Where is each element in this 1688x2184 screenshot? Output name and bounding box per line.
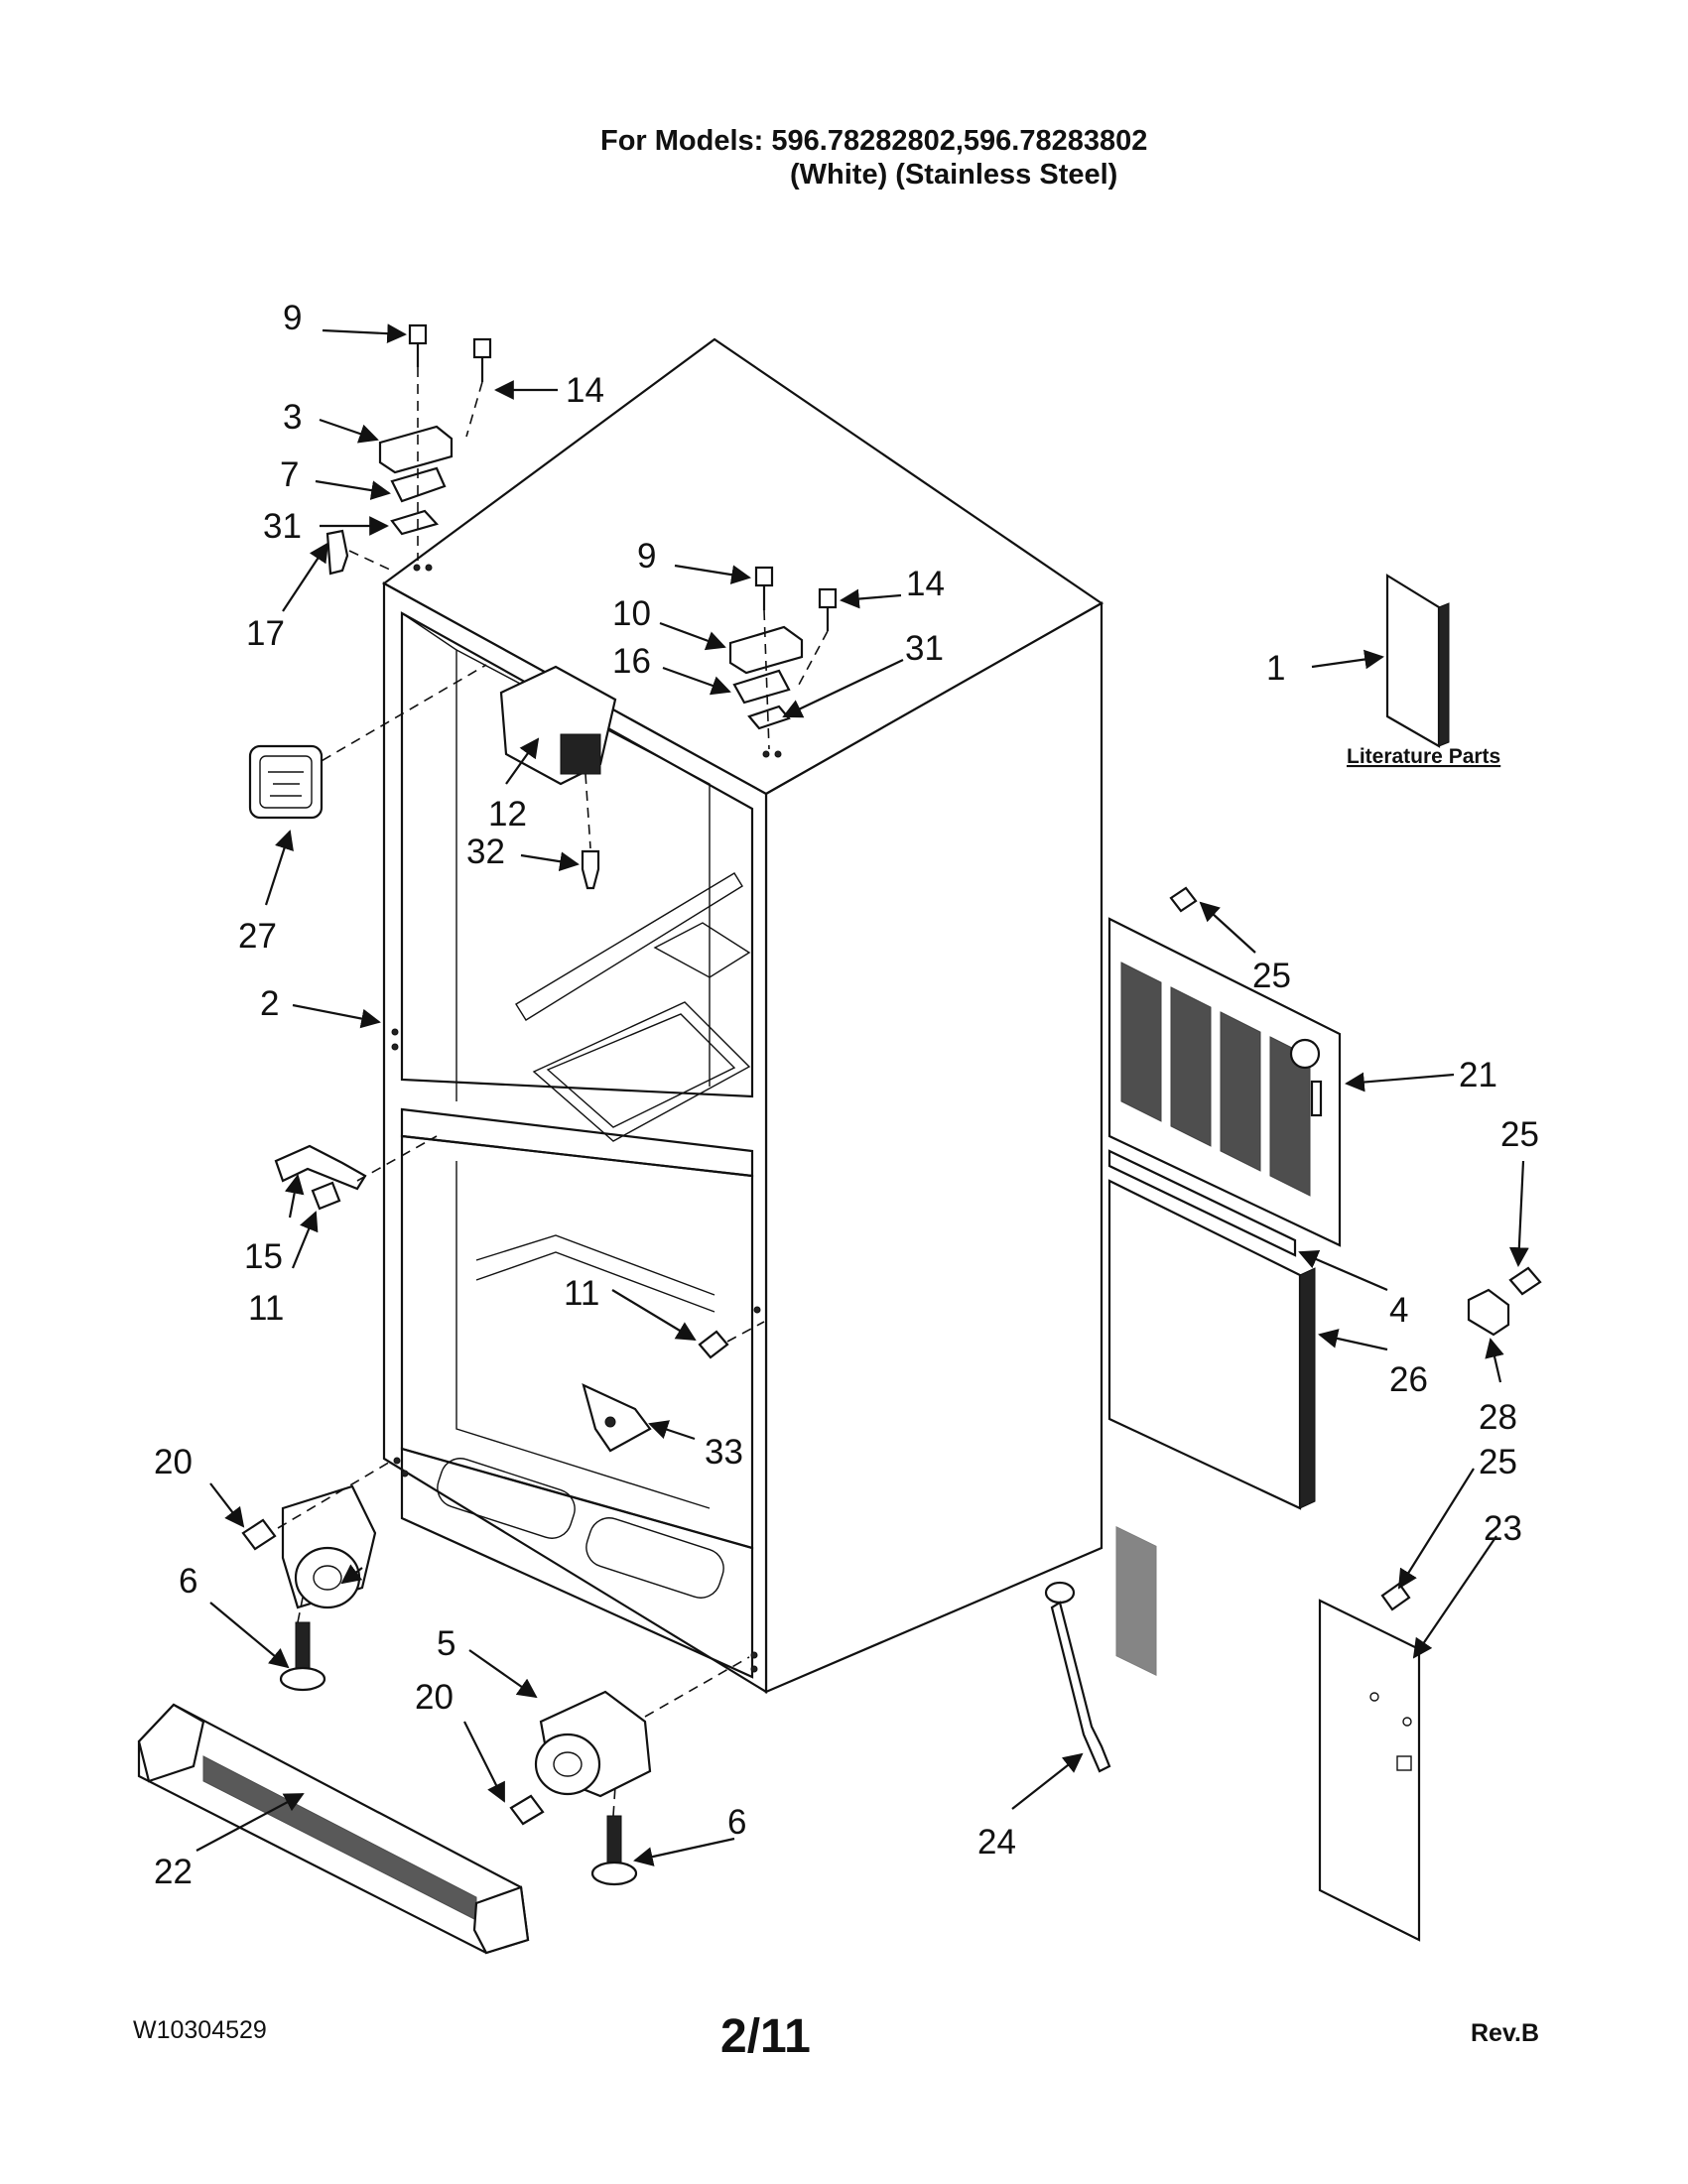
callout-15: 15 [244, 1237, 283, 1276]
roller-wheel-icon [534, 1733, 601, 1796]
leveling-foot-icon [279, 1666, 326, 1692]
middle-hinge-assembly [274, 1135, 765, 1359]
callout-9: 9 [283, 299, 302, 337]
screw-icon [472, 337, 492, 359]
upper-left-hinge-assembly [325, 323, 492, 576]
callout-9: 9 [637, 537, 656, 576]
callout-25: 25 [1479, 1443, 1517, 1481]
callout-31: 31 [905, 629, 944, 668]
document-number: W10304529 [133, 2016, 267, 2044]
right-roller-assembly [509, 1656, 750, 1886]
callout-33: 33 [705, 1433, 743, 1472]
callout-20: 20 [154, 1443, 193, 1481]
hinge-cover-icon [325, 529, 349, 576]
lower-hinge-assembly [582, 1383, 652, 1453]
hinge-screw-icon [408, 323, 428, 345]
callout-25: 25 [1252, 957, 1291, 995]
callout-16: 16 [612, 642, 651, 681]
callout-11: 11 [564, 1274, 599, 1313]
callout-27: 27 [238, 917, 277, 956]
clamp-icon [1467, 1288, 1510, 1337]
callout-24: 24 [977, 1823, 1016, 1862]
drain-tube-icon [1044, 1581, 1076, 1605]
toe-grille-assembly [137, 1703, 530, 1955]
literature-parts-assembly: Literature Parts [1347, 574, 1500, 768]
callout-7: 7 [280, 455, 299, 494]
callout-14: 14 [906, 565, 945, 603]
callout-23: 23 [1484, 1509, 1522, 1548]
center-hinge-icon [274, 1144, 367, 1191]
callout-21: 21 [1459, 1056, 1497, 1094]
callout-28: 28 [1479, 1398, 1517, 1437]
callout-6: 6 [179, 1562, 197, 1601]
callout-1: 1 [1266, 649, 1285, 688]
page-number: 2/11 [720, 2010, 811, 2063]
callout-20: 20 [415, 1678, 454, 1717]
callout-4: 4 [1389, 1291, 1408, 1330]
screw-icon [1169, 886, 1198, 913]
callout-25: 25 [1500, 1115, 1539, 1154]
rear-cover-assembly [1318, 1582, 1421, 1942]
screw-icon [581, 849, 600, 890]
drain-tube-assembly [1044, 1581, 1111, 1773]
control-panel-assembly [248, 744, 324, 820]
callout-22: 22 [154, 1853, 193, 1891]
literature-book-icon [1385, 574, 1441, 748]
screw-icon [1508, 1266, 1542, 1296]
models-header: For Models: 596.78282802,596.78283802 [600, 125, 1148, 157]
screw-icon [1380, 1582, 1411, 1611]
lower-hinge-icon [582, 1383, 652, 1453]
rear-cover-icon [1318, 1599, 1421, 1942]
models-variant-header: (White) (Stainless Steel) [790, 159, 1118, 191]
revision-label: Rev.B [1471, 2019, 1540, 2047]
callout-26: 26 [1389, 1360, 1428, 1399]
callout-14: 14 [566, 371, 604, 410]
callout-3: 3 [283, 398, 302, 437]
top-hinge-icon [378, 425, 454, 474]
callout-31: 31 [263, 507, 302, 546]
callout-17: 17 [246, 614, 285, 653]
callout-10: 10 [612, 594, 651, 633]
leveling-foot-icon [590, 1861, 638, 1886]
callout-32: 32 [466, 833, 505, 871]
cabinet [381, 337, 1104, 1694]
hinge-screw-icon [754, 566, 774, 587]
clamp-assembly [1467, 1266, 1542, 1337]
left-roller-assembly [241, 1460, 393, 1692]
callout-2: 2 [260, 984, 279, 1023]
callout-12: 12 [488, 795, 527, 834]
upper-right-hinge-assembly [728, 566, 838, 750]
callout-11: 11 [248, 1289, 284, 1328]
callout-6: 6 [727, 1803, 746, 1842]
screw-icon [818, 587, 838, 609]
screw-icon [241, 1518, 277, 1551]
control-panel-icon [248, 744, 324, 820]
screw-icon [698, 1330, 729, 1359]
literature-parts-label: Literature Parts [1347, 745, 1500, 768]
screw-icon [311, 1181, 341, 1211]
leader-lines [195, 323, 1529, 1866]
callout-5: 5 [437, 1624, 455, 1663]
machine-compartment-grille [1107, 886, 1342, 1676]
callout-labels: 9 14 3 7 31 17 9 14 10 16 31 1 12 32 27 … [154, 299, 1539, 1891]
screw-icon [509, 1794, 545, 1826]
